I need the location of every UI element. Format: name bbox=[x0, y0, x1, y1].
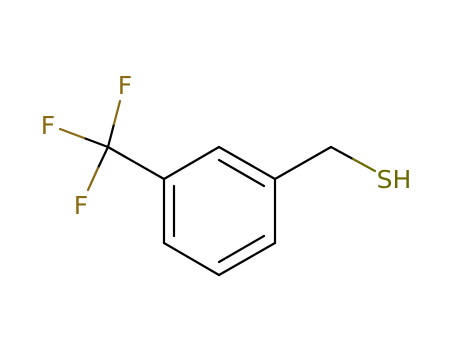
c-f-bond bbox=[82, 136, 110, 149]
ring-double-bond bbox=[217, 158, 266, 188]
c-f-bond bbox=[96, 145, 110, 170]
ring-bond bbox=[162, 145, 221, 181]
c-f-bond bbox=[86, 166, 100, 192]
c-s-bond bbox=[329, 145, 355, 161]
benzene-ring bbox=[162, 145, 277, 277]
ring-bond bbox=[217, 145, 277, 181]
c-f-bond bbox=[112, 99, 122, 126]
trifluoromethyl-group bbox=[58, 99, 166, 192]
methanethiol-group bbox=[273, 145, 377, 181]
ring-to-cf3-bond bbox=[106, 145, 166, 181]
thiol-group-label: SH bbox=[377, 165, 412, 194]
fluorine-atom-left: F bbox=[41, 111, 55, 140]
c-f-bond bbox=[106, 122, 116, 149]
ring-bond bbox=[217, 241, 277, 277]
fluorine-atom-top: F bbox=[118, 71, 132, 100]
fluorine-atom-bottom: F bbox=[74, 191, 88, 220]
c-s-bond bbox=[351, 157, 377, 173]
ring-to-ch2-bond bbox=[273, 145, 333, 181]
c-f-bond bbox=[58, 127, 86, 140]
ring-bond bbox=[162, 241, 221, 277]
ring-double-bond bbox=[217, 234, 266, 264]
